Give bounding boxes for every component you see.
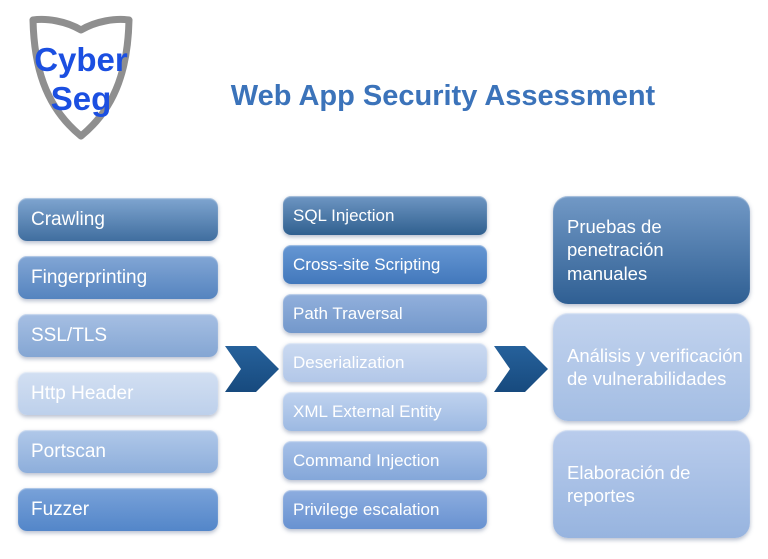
process-box-label: Análisis y verificación de vulnerabilida… xyxy=(567,344,743,389)
process-box-portscan: Portscan xyxy=(18,430,218,473)
process-box-http-header: Http Header xyxy=(18,372,218,415)
process-box-pruebas-de-penetracion-manuales: Pruebas de penetración manuales xyxy=(553,196,750,304)
process-box-analisis-y-verificacion-de-vulnerabilidades: Análisis y verificación de vulnerabilida… xyxy=(553,313,750,421)
process-box-ssl-tls: SSL/TLS xyxy=(18,314,218,357)
process-box-cross-site-scripting: Cross-site Scripting xyxy=(283,245,487,284)
process-box-label: Elaboración de reportes xyxy=(567,461,691,506)
process-box-label: SSL/TLS xyxy=(31,324,108,346)
process-box-xml-external-entity: XML External Entity xyxy=(283,392,487,431)
process-box-fingerprinting: Fingerprinting xyxy=(18,256,218,299)
flow-arrow-icon xyxy=(494,346,548,392)
process-box-privilege-escalation: Privilege escalation xyxy=(283,490,487,529)
logo-text: Cyber Seg xyxy=(22,40,140,118)
process-box-deserialization: Deserialization xyxy=(283,343,487,382)
process-box-label: Command Injection xyxy=(293,450,440,470)
process-box-label: Fuzzer xyxy=(31,498,90,520)
cyberseg-logo: Cyber Seg xyxy=(22,4,140,146)
process-box-fuzzer: Fuzzer xyxy=(18,488,218,531)
logo-text-line2: Seg xyxy=(50,80,112,117)
process-box-label: Path Traversal xyxy=(293,303,403,323)
process-box-path-traversal: Path Traversal xyxy=(283,294,487,333)
logo-text-line1: Cyber xyxy=(34,41,128,78)
process-box-label: XML External Entity xyxy=(293,401,442,421)
process-box-label: Fingerprinting xyxy=(31,266,148,288)
process-box-label: Privilege escalation xyxy=(293,499,440,519)
process-box-command-injection: Command Injection xyxy=(283,441,487,480)
flow-arrow-icon xyxy=(225,346,279,392)
process-box-sql-injection: SQL Injection xyxy=(283,196,487,235)
process-box-label: Http Header xyxy=(31,382,134,404)
process-box-elaboracion-de-reportes: Elaboración de reportes xyxy=(553,430,750,538)
process-box-label: Pruebas de penetración manuales xyxy=(567,216,664,284)
process-box-label: Crawling xyxy=(31,208,105,230)
process-box-label: Portscan xyxy=(31,440,106,462)
process-box-crawling: Crawling xyxy=(18,198,218,241)
process-box-label: SQL Injection xyxy=(293,205,395,225)
process-box-label: Deserialization xyxy=(293,352,405,372)
shield-icon xyxy=(29,15,133,140)
page-title: Web App Security Assessment xyxy=(230,80,656,112)
process-box-label: Cross-site Scripting xyxy=(293,254,441,274)
